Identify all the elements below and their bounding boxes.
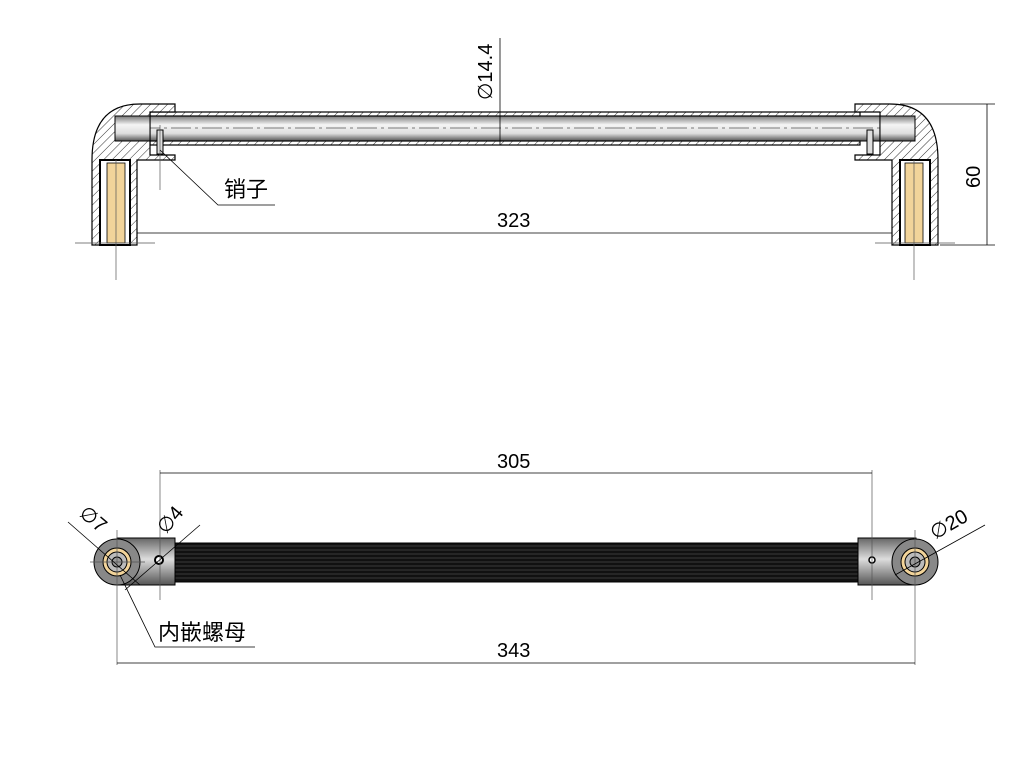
insert-nut-label: 内嵌螺母 — [158, 621, 246, 646]
tube-diameter-label: ∅14.4 — [475, 44, 497, 100]
dimension-60: 60 — [900, 103, 995, 246]
dimension-323: 323 — [137, 210, 892, 234]
inner-span-label: 323 — [497, 210, 530, 232]
left-elbow — [75, 103, 176, 280]
pin-label: 销子 — [224, 178, 268, 203]
bottom-view: 305 343 ∅7 ∅4 ∅20 内嵌螺母 — [67, 451, 986, 665]
overall-length-label: 343 — [497, 640, 530, 662]
dimension-305: 305 — [160, 451, 872, 474]
pin-callout: 销子 — [159, 149, 275, 206]
dimension-343: 343 — [117, 640, 915, 664]
pin — [866, 129, 874, 155]
right-end-cap — [857, 470, 939, 665]
left-end-cap — [90, 470, 176, 665]
pin-hole-label: ∅4 — [153, 502, 188, 538]
dimension-tube-diameter: ∅14.4 — [475, 38, 501, 145]
rod — [174, 542, 859, 583]
tube-section — [114, 111, 916, 146]
insert-nut-callout: 内嵌螺母 — [119, 574, 255, 648]
hole-spacing-label: 305 — [497, 451, 530, 473]
top-view: ∅14.4 销子 323 60 — [75, 38, 995, 280]
height-label: 60 — [963, 166, 985, 188]
right-elbow — [854, 103, 955, 280]
left-bore-label: ∅7 — [75, 502, 111, 537]
end-diameter-label: ∅20 — [927, 505, 972, 544]
